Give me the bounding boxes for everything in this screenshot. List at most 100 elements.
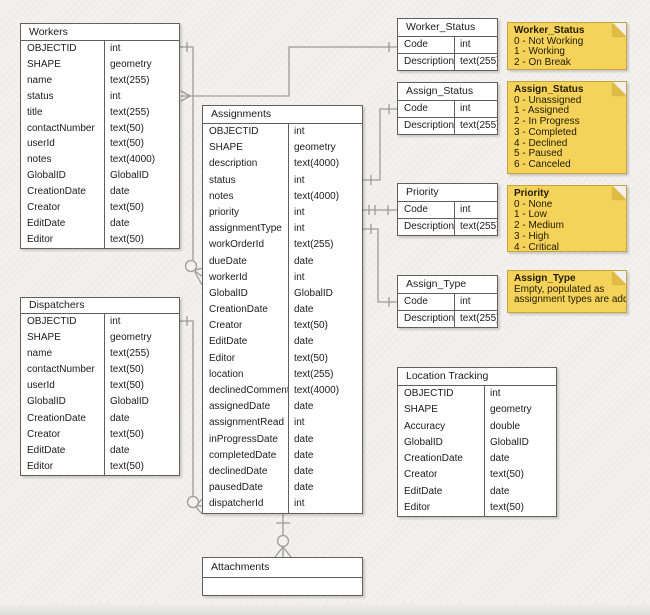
table-header-workers[interactable]: Workers [21,24,179,41]
table-header-priority[interactable]: Priority [398,184,497,202]
table-header-assign-status[interactable]: Assign_Status [398,83,497,101]
connector-dispatchers-dispatcherid[interactable] [180,316,204,515]
field-type: int [454,202,497,218]
table-header-assignments[interactable]: Assignments [203,106,362,124]
table-header-dispatchers[interactable]: Dispatchers [21,298,179,314]
field-type: date [104,215,179,232]
table-row[interactable]: EditDate date [21,215,179,232]
table-row[interactable]: location text(255) [203,366,362,383]
table-header-worker-status[interactable]: Worker_Status [398,19,497,37]
connector-assignments-attachments[interactable] [274,513,292,558]
connector-assignmenttype[interactable] [363,224,397,307]
table-header-attachments[interactable]: Attachments [203,558,362,578]
field-type: text(255) [288,366,362,383]
connector-workers-workerid[interactable] [180,42,204,286]
connector-priority[interactable] [363,205,397,215]
connector-status-assignstatus[interactable] [363,104,397,185]
field-name: contactNumber [27,122,95,134]
connector-workerstatus-workers[interactable] [180,42,397,102]
field-name: EditDate [27,217,66,229]
table-header-assign-type[interactable]: Assign_Type [398,276,497,294]
field-name: OBJECTID [404,388,454,399]
field-name: location [209,368,244,380]
table-attachments[interactable]: Attachments [202,557,363,596]
table-header-location-tracking[interactable]: Location Tracking [398,368,556,386]
